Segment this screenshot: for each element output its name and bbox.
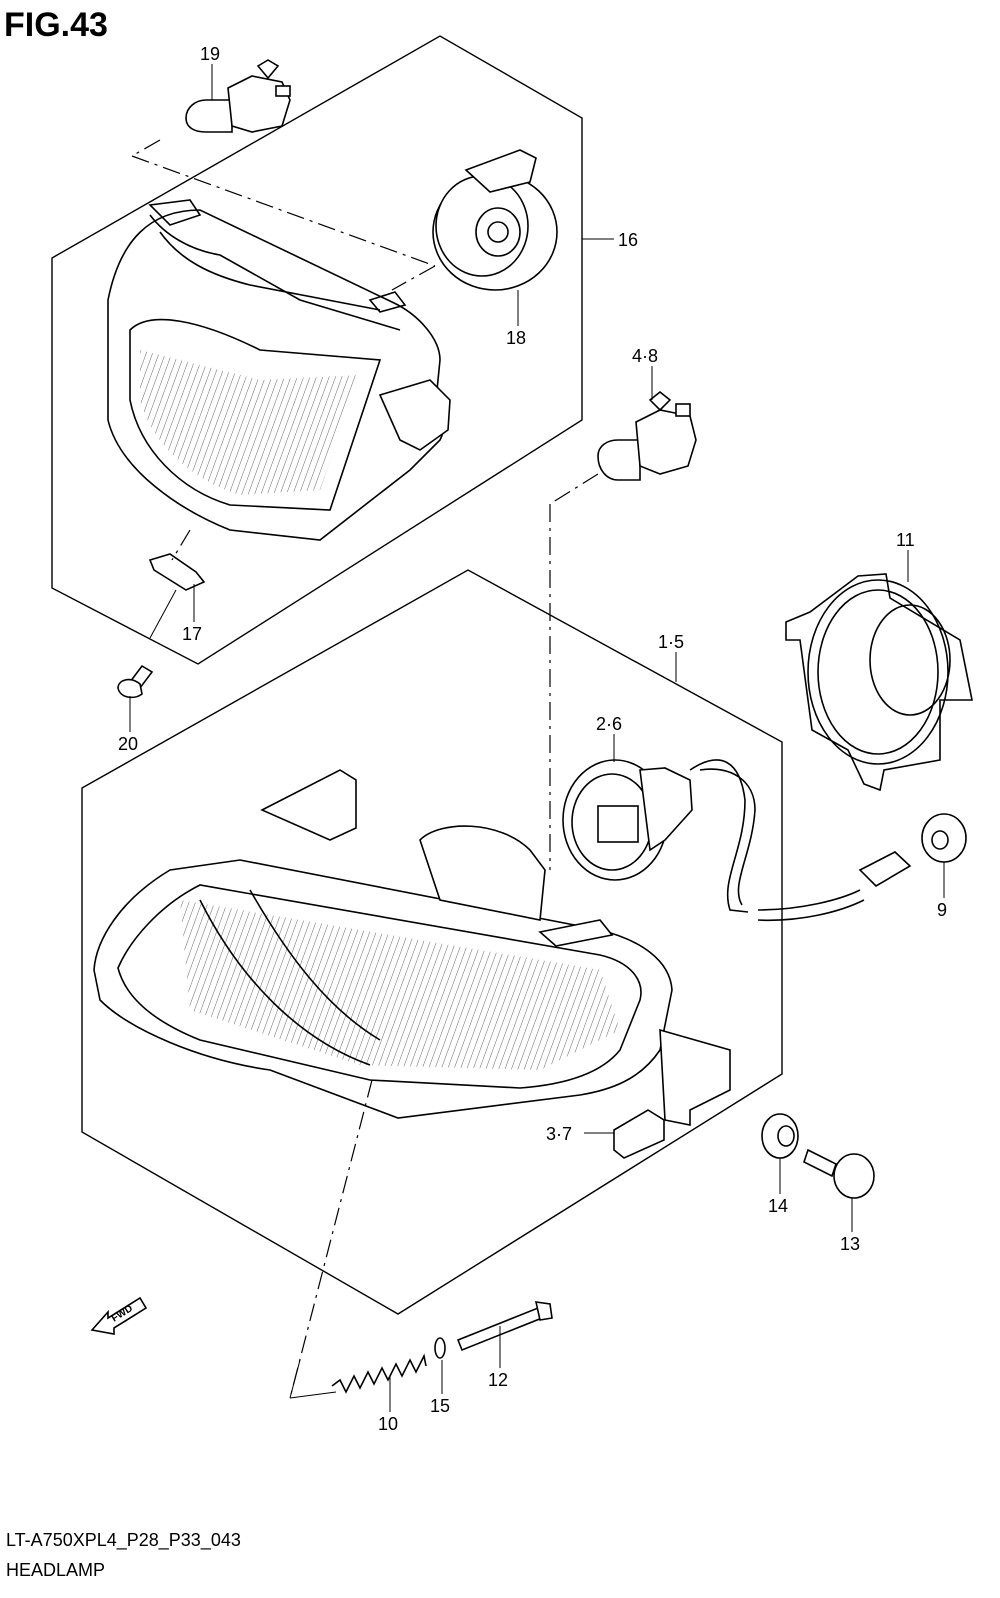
lower-assembly-frame bbox=[81, 569, 783, 1315]
callout-12: 12 bbox=[488, 1370, 508, 1390]
screw-13 bbox=[803, 1148, 875, 1199]
screw-20 bbox=[117, 664, 154, 699]
callout-14: 14 bbox=[768, 1196, 788, 1216]
leader-bulb-19 bbox=[131, 155, 436, 267]
spring-10 bbox=[331, 1353, 427, 1394]
lower-headlamp-housing bbox=[93, 769, 731, 1126]
callout-15: 15 bbox=[430, 1396, 450, 1416]
diagram-name: HEADLAMP bbox=[6, 1560, 106, 1580]
upper-assembly-frame bbox=[51, 35, 583, 665]
fwd-arrow: FWD bbox=[90, 1296, 148, 1335]
socket-holder-11 bbox=[785, 573, 973, 792]
callout-11: 11 bbox=[896, 530, 915, 550]
callout-3-7: 3·7 bbox=[546, 1124, 572, 1144]
socket-cover-16 bbox=[432, 149, 558, 291]
grommet-14 bbox=[761, 1113, 799, 1159]
upper-headlamp-housing bbox=[107, 199, 451, 541]
clip-3-7 bbox=[613, 1109, 665, 1159]
socket-harness-2-6 bbox=[562, 759, 912, 922]
adjust-screw-12 bbox=[456, 1301, 553, 1352]
clip-17 bbox=[148, 553, 206, 591]
callout-16: 16 bbox=[618, 230, 638, 250]
leader-bulb-4-8 bbox=[549, 473, 599, 505]
callout-19: 19 bbox=[200, 44, 220, 64]
bulb-4-8 bbox=[597, 390, 697, 481]
callout-1-5: 1·5 bbox=[658, 632, 684, 652]
washer-15 bbox=[434, 1337, 446, 1359]
grommet-9 bbox=[921, 813, 967, 863]
callout-4-8: 4·8 bbox=[632, 346, 658, 366]
callout-13: 13 bbox=[840, 1234, 860, 1254]
callout-20: 20 bbox=[118, 734, 138, 754]
callout-18: 18 bbox=[506, 328, 526, 348]
callout-9: 9 bbox=[937, 900, 947, 920]
callout-10: 10 bbox=[378, 1414, 398, 1434]
callout-2-6: 2·6 bbox=[596, 714, 622, 734]
callout-17: 17 bbox=[182, 624, 202, 644]
figure-title: FIG.43 bbox=[4, 6, 108, 44]
bulb-19 bbox=[185, 59, 291, 133]
diagram-code: LT-A750XPL4_P28_P33_043 bbox=[6, 1530, 241, 1550]
